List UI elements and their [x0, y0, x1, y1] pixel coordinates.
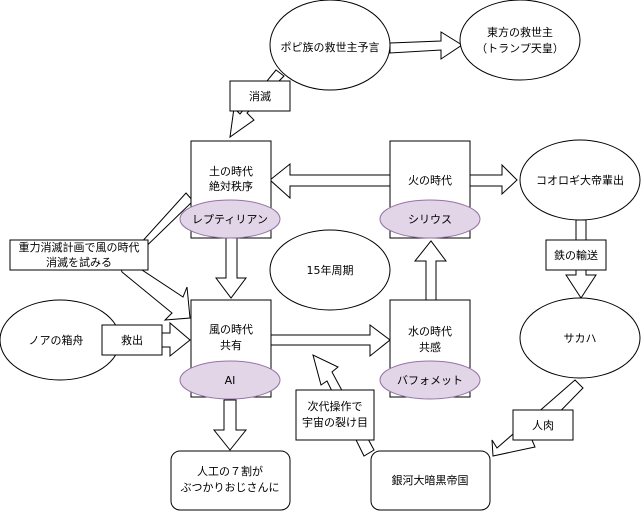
edge-label-iron-transport-text: 鉄の輸送 — [554, 248, 598, 262]
node-east-savior[interactable]: 東方の救世主 （トランプ天皇） — [459, 0, 581, 81]
tag-ai[interactable]: AI — [179, 360, 281, 400]
tag-sirius[interactable]: シリウス — [379, 199, 481, 239]
node-artificial[interactable]: 人工の７割が ぶつかりおじさんに — [170, 450, 291, 511]
tag-reptilian-label: レプティリアン — [192, 213, 268, 226]
node-east-savior-label-1: 東方の救世主 — [487, 25, 553, 39]
arrow-noah-to-wind-era — [159, 321, 191, 358]
node-wind-era-label-2: 共有 — [220, 338, 242, 352]
arrow-fire-to-earth-era — [269, 162, 391, 200]
edge-label-iron-transport: 鉄の輸送 — [545, 239, 607, 271]
tag-reptilian[interactable]: レプティリアン — [179, 199, 281, 239]
arrow-wind-to-water-era — [269, 324, 391, 358]
node-popi-prophecy[interactable]: ポピ族の救世主予言 — [269, 0, 391, 91]
node-cricket-emperor[interactable]: コオロギ大帝輩出 — [519, 139, 641, 221]
arrow-water-to-fire-era — [413, 240, 447, 301]
node-earth-era-label-1: 土の時代 — [209, 165, 253, 178]
edge-label-gravity-plan-text-1: 重力消滅計画で風の時代 — [19, 240, 140, 254]
edge-label-next-gen-rift: 次代操作で 宇宙の裂け目 — [295, 389, 375, 441]
tag-baphomet[interactable]: バフォメット — [379, 360, 481, 400]
tag-ai-label: AI — [225, 374, 236, 387]
edge-label-rescue: 救出 — [101, 324, 163, 356]
node-galactic-empire-label: 銀河大暗黒帝国 — [392, 473, 469, 487]
node-fire-era-label: 火の時代 — [408, 174, 452, 187]
node-cricket-emperor-label: コオロギ大帝輩出 — [536, 173, 624, 187]
node-water-era-label-2: 共感 — [419, 341, 441, 354]
node-artificial-label-2: ぶつかりおじさんに — [181, 481, 280, 494]
node-noah-ark[interactable]: ノアの箱舟 — [0, 299, 121, 381]
edge-label-rescue-text: 救出 — [121, 333, 143, 347]
node-cycle[interactable]: 15年周期 — [269, 229, 391, 311]
node-sakaha-label: サカハ — [564, 332, 597, 345]
edge-label-extinction-text: 消滅 — [249, 89, 271, 103]
node-cycle-label: 15年周期 — [307, 263, 354, 277]
edge-label-gravity-plan: 重力消滅計画で風の時代 消滅を試みる — [9, 239, 149, 271]
node-earth-era-label-2: 絶対秩序 — [209, 179, 253, 193]
node-east-savior-label-2: （トランプ天皇） — [476, 41, 564, 55]
arrow-wind-to-artificial — [212, 399, 248, 451]
edge-label-gravity-plan-text-2: 消滅を試みる — [46, 255, 112, 269]
arrow-popi-to-east-savior — [389, 31, 463, 60]
node-sakaha[interactable]: サカハ — [519, 297, 641, 379]
edge-label-human-meat: 人肉 — [512, 409, 574, 441]
edge-label-next-gen-text-1: 次代操作で — [308, 399, 363, 413]
node-noah-ark-label: ノアの箱舟 — [29, 333, 84, 347]
node-popi-prophecy-label: ポピ族の救世主予言 — [281, 40, 380, 54]
edge-label-human-meat-text: 人肉 — [532, 419, 554, 432]
arrow-fire-to-cricket — [469, 163, 518, 196]
edge-label-next-gen-text-2: 宇宙の裂け目 — [302, 415, 368, 429]
tag-baphomet-label: バフォメット — [397, 374, 463, 387]
node-galactic-empire[interactable]: 銀河大暗黒帝国 — [370, 450, 491, 511]
node-wind-era-label-1: 風の時代 — [209, 323, 253, 336]
node-artificial-label-1: 人工の７割が — [197, 464, 263, 478]
arrow-earth-to-wind-era — [215, 237, 247, 299]
node-water-era-label-1: 水の時代 — [408, 325, 452, 338]
tag-sirius-label: シリウス — [408, 213, 452, 226]
edge-label-extinction: 消滅 — [229, 80, 291, 112]
